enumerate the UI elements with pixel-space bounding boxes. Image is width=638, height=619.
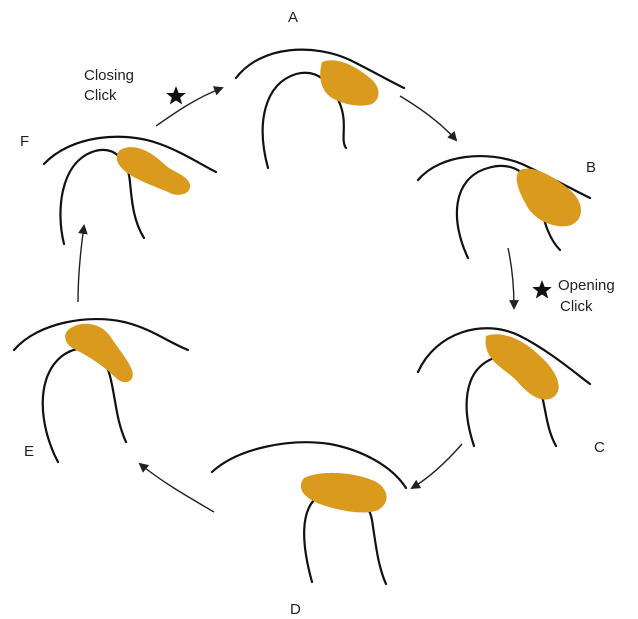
stage-c-disc [485, 334, 559, 400]
stage-a-disc [320, 60, 379, 106]
opening-click-label-line1: Opening [558, 277, 615, 294]
stage-b-joint [416, 154, 592, 260]
arrow-f-to-a [155, 86, 224, 127]
stage-d-joint [210, 441, 408, 586]
stage-label-b: B [586, 159, 596, 176]
stage-d-disc [300, 472, 387, 513]
stage-label-f: F [20, 133, 29, 150]
closing-click-label-line1: Closing [84, 67, 134, 84]
stage-label-e: E [24, 443, 34, 460]
stage-a-joint [234, 48, 406, 170]
arrow-e-to-f [77, 224, 88, 303]
closing-click-label-line2: Click [84, 87, 117, 104]
stage-f-joint [42, 135, 218, 246]
closing-click-star-icon [166, 86, 186, 105]
stage-label-d: D [290, 601, 301, 618]
stage-c-joint [416, 327, 592, 448]
stage-f-disc [116, 147, 191, 195]
arrow-b-to-c [507, 247, 519, 310]
arrow-a-to-b [399, 95, 458, 142]
opening-click-star-icon [532, 280, 552, 299]
stage-e-disc [65, 323, 133, 383]
arrow-c-to-d [410, 443, 463, 490]
opening-click-label-line2: Click [560, 298, 593, 315]
arrow-d-to-e [138, 462, 215, 513]
stage-label-a: A [288, 9, 298, 26]
stage-e-joint [12, 317, 190, 464]
stage-label-c: C [594, 439, 605, 456]
stage-b-disc [516, 168, 582, 227]
